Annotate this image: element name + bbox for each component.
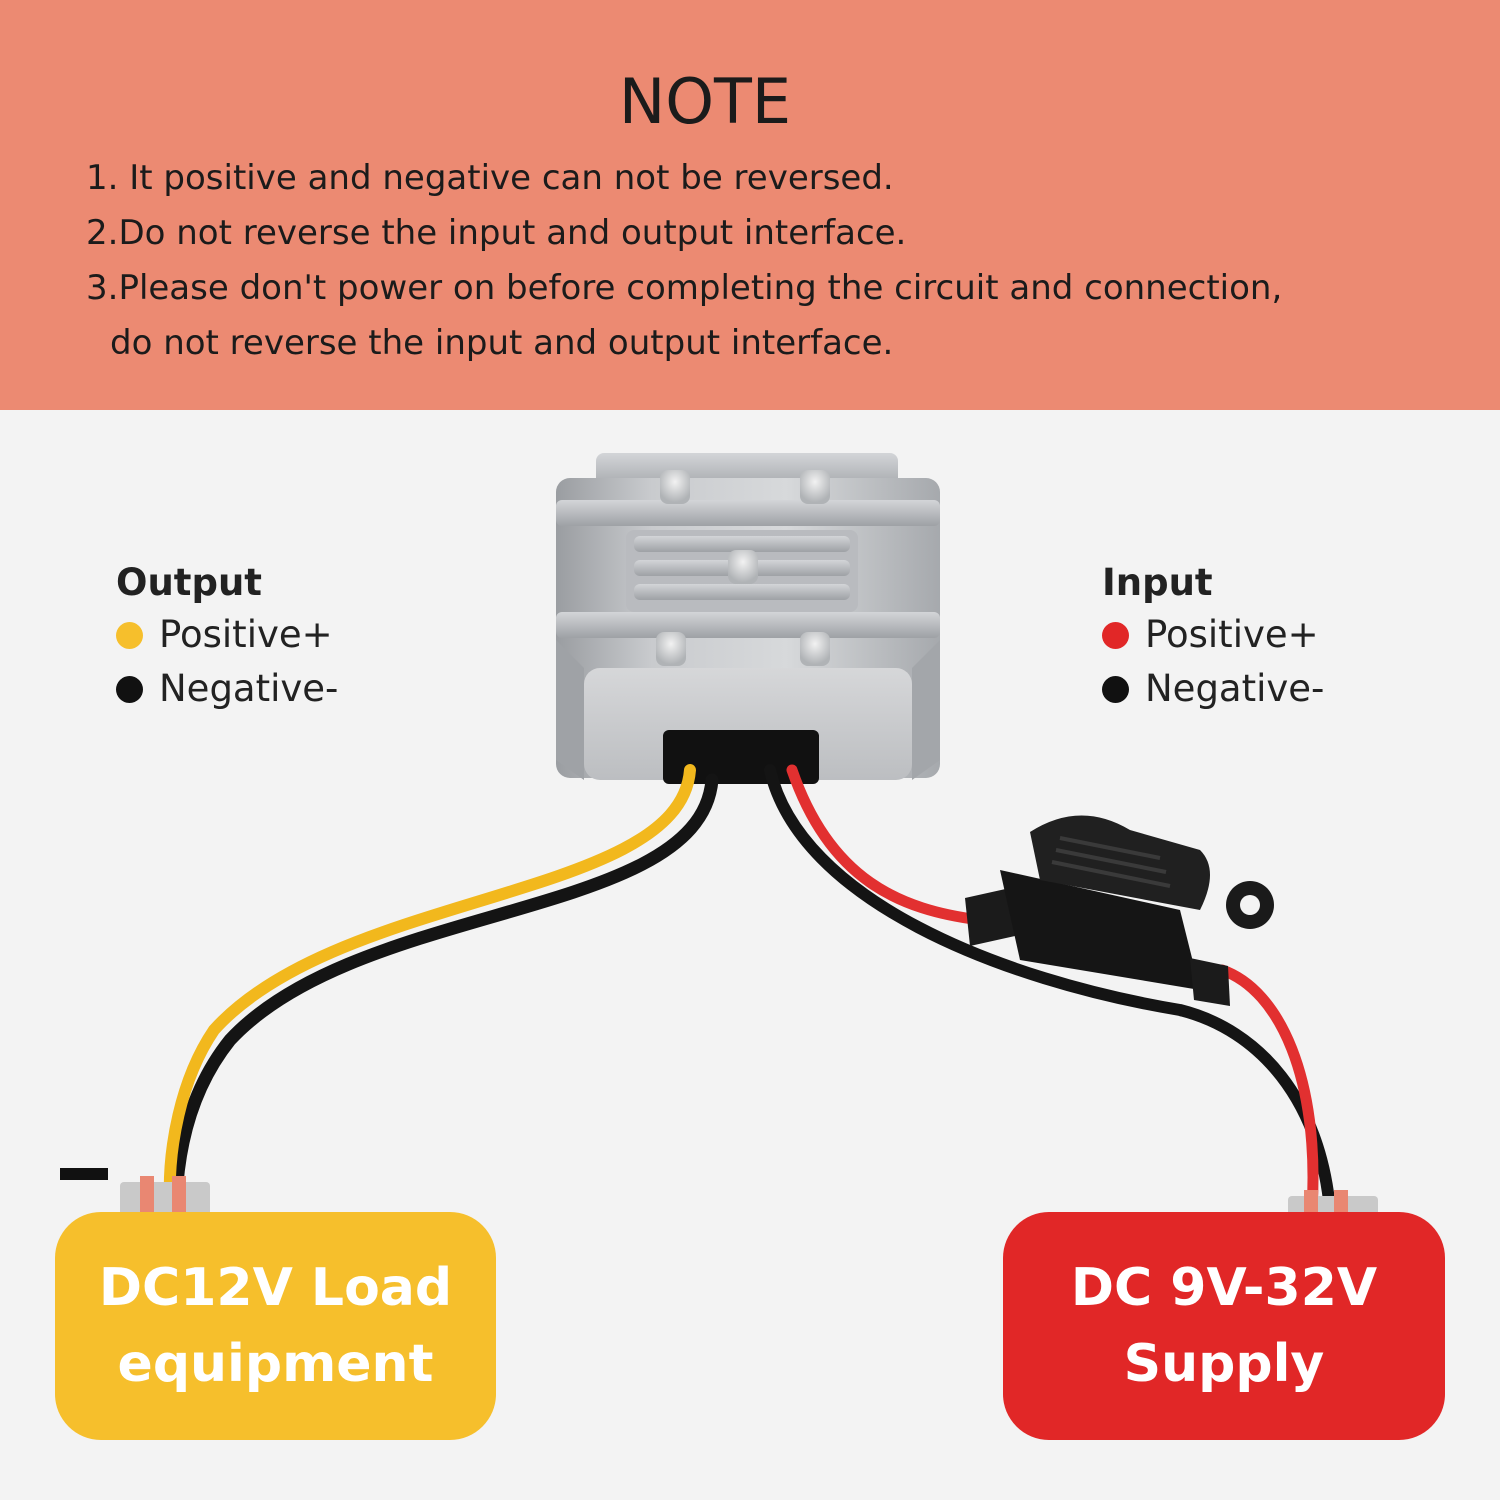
load-box-line-2: equipment [117,1334,434,1394]
output-terminals [120,1176,210,1216]
fuse-holder [965,815,1274,1006]
red-dot-icon [1102,621,1129,649]
output-legend: Output Positive+ Negative- [116,558,338,716]
note-line-1: 1. It positive and negative can not be r… [86,158,894,198]
note-line-2: 2.Do not reverse the input and output in… [86,213,907,253]
note-banner: NOTE 1. It positive and negative can not… [0,0,1500,410]
output-negative-item: Negative- [116,662,338,716]
input-negative-item: Negative- [1102,662,1324,716]
output-negative-label: Negative- [159,667,339,710]
output-wires [163,764,719,1207]
supply-box-line-2: Supply [1123,1334,1325,1394]
note-title: NOTE [618,65,792,138]
output-positive-item: Positive+ [116,608,338,662]
minus-mark-icon [60,1168,108,1180]
input-wires [764,764,1336,1216]
output-legend-title: Output [116,561,262,604]
note-line-4: do not reverse the input and output inte… [110,323,894,363]
cable-gland [663,730,819,784]
input-legend-title: Input [1102,561,1213,604]
input-negative-label: Negative- [1145,667,1325,710]
output-positive-label: Positive+ [159,613,333,656]
input-positive-item: Positive+ [1102,608,1324,662]
supply-box-line-1: DC 9V-32V [1070,1258,1378,1318]
black-dot-icon [116,675,143,703]
input-positive-label: Positive+ [1145,613,1319,656]
black-dot-icon [1102,675,1129,703]
load-equipment-box: DC12V Load equipment [55,1212,496,1440]
load-box-line-1: DC12V Load [98,1258,453,1318]
input-legend: Input Positive+ Negative- [1102,558,1324,716]
note-line-3: 3.Please don't power on before completin… [86,268,1283,308]
supply-box: DC 9V-32V Supply [1003,1212,1445,1440]
yellow-dot-icon [116,621,143,649]
